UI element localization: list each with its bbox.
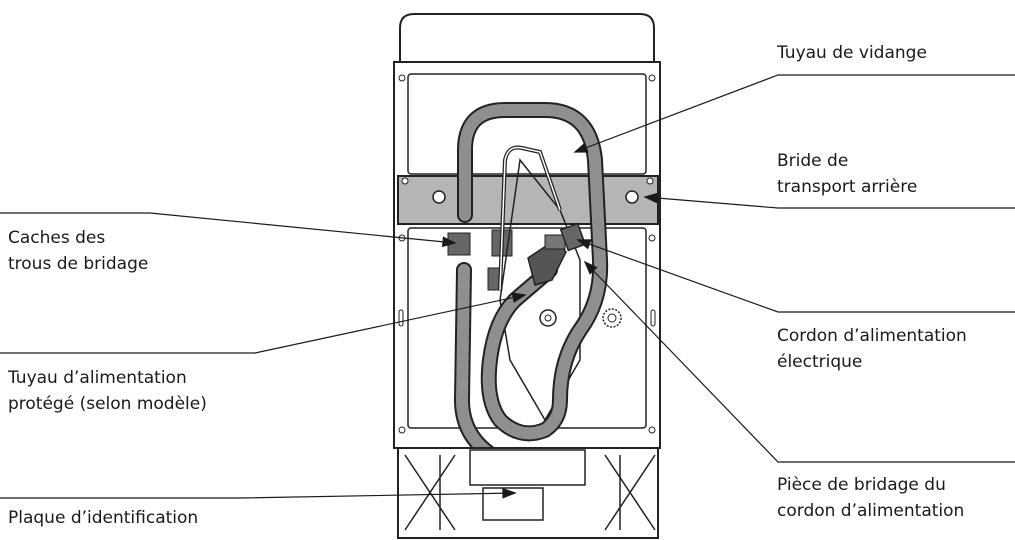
label-line: Tuyau d’alimentation xyxy=(8,368,187,388)
label-line: protégé (selon modèle) xyxy=(8,394,207,414)
label-line: Pièce de bridage du xyxy=(777,475,946,495)
leader-piece xyxy=(584,261,1015,463)
screw xyxy=(398,426,406,434)
leader-tuyau-alim-arrowhead xyxy=(511,292,527,303)
screw xyxy=(648,426,656,434)
leader-caches-arrowhead xyxy=(441,236,457,248)
leader-lines xyxy=(0,74,1015,499)
label-line: Tuyau de vidange xyxy=(777,43,927,63)
chassis-circle xyxy=(539,309,557,327)
label-caches: Caches des trous de bridage xyxy=(8,225,148,277)
screw xyxy=(648,234,656,242)
label-line: Cordon d’alimentation xyxy=(777,326,967,346)
inlet-pipe-inner xyxy=(499,146,561,291)
valve-body xyxy=(544,234,566,250)
leader-cordon-arrowhead xyxy=(576,239,592,250)
screw xyxy=(398,74,406,82)
bracket-hole xyxy=(625,190,639,204)
leader-cordon xyxy=(577,239,1015,313)
screw xyxy=(648,74,656,82)
rating-plate xyxy=(482,487,544,521)
leader-plaque xyxy=(0,492,516,499)
label-line: Caches des xyxy=(8,228,106,248)
bracket-screw xyxy=(646,177,654,185)
label-line: Bride de xyxy=(777,151,849,171)
label-line: trous de bridage xyxy=(8,254,149,274)
label-bride-transport: Bride de transport arrière xyxy=(777,148,917,200)
leader-plaque-arrowhead xyxy=(502,487,517,499)
label-line: électrique xyxy=(777,352,863,372)
power-plug xyxy=(559,222,587,252)
leader-bride-arrowhead xyxy=(643,192,658,204)
base-plinth xyxy=(397,447,659,539)
leader-bride xyxy=(644,196,1015,209)
bracket-hole xyxy=(432,190,446,204)
label-piece-bridage: Pièce de bridage du cordon d’alimentation xyxy=(777,472,964,524)
base-frame xyxy=(469,449,586,486)
chassis-circle xyxy=(544,314,552,322)
leader-tuyau-alim xyxy=(0,294,526,354)
leader-piece-arrowhead xyxy=(583,260,598,275)
label-plaque: Plaque d’identification xyxy=(8,505,198,531)
side-slot xyxy=(398,309,404,327)
leader-vidange-arrowhead xyxy=(573,142,589,153)
base-lattice xyxy=(404,454,656,531)
gear-circle xyxy=(607,313,617,323)
drain-hose-fill xyxy=(459,104,607,440)
bracket-screw xyxy=(401,177,409,185)
label-line: transport arrière xyxy=(777,177,918,197)
gear-circle xyxy=(602,308,622,328)
upper-inner-panel xyxy=(407,73,647,175)
label-tuyau-alim: Tuyau d’alimentation protégé (selon modèl… xyxy=(8,365,207,417)
leader-vidange xyxy=(574,74,1015,153)
side-slot xyxy=(650,309,656,327)
label-line: cordon d’alimentation xyxy=(777,501,965,521)
leader-caches xyxy=(0,212,456,244)
label-tuyau-vidange: Tuyau de vidange xyxy=(777,40,927,66)
label-cordon: Cordon d’alimentation électrique xyxy=(777,323,967,375)
top-cover xyxy=(399,13,655,63)
label-line: Plaque d’identification xyxy=(8,508,199,528)
